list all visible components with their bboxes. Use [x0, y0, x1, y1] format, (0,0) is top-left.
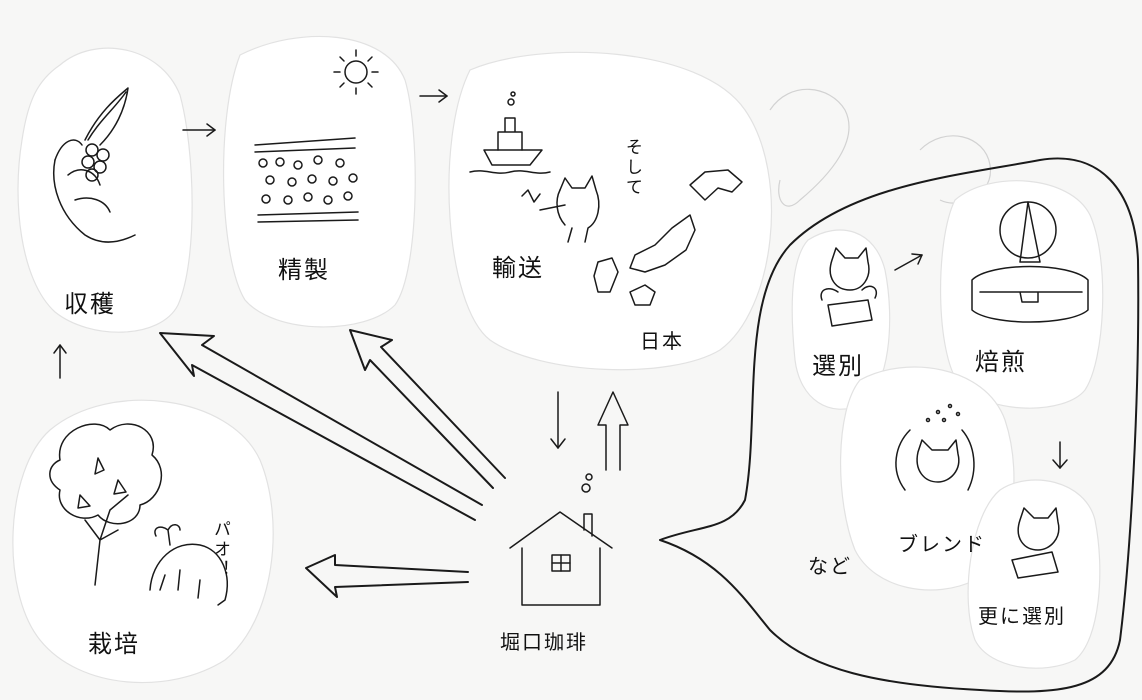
- roastery-enclosure: [659, 157, 1140, 693]
- refine-card: [222, 35, 416, 328]
- cultivation-label: 栽培: [88, 630, 140, 658]
- roasting-card: [939, 180, 1104, 409]
- cat-resorting-icon: [1011, 507, 1060, 579]
- arrow-refine-to-transport: [419, 89, 448, 103]
- refine-label: 精製: [278, 256, 330, 284]
- drying-beans-in-sun-icon: [254, 49, 379, 223]
- hand-holding-cherries-icon: [53, 87, 136, 243]
- big-arrow-shop-to-harvest: [159, 332, 483, 521]
- sprout-label: パオ！: [210, 520, 230, 580]
- arrow-sorting-to-roasting: [894, 253, 923, 271]
- coffee-tree-icon: [49, 423, 228, 606]
- arrow-harvest-to-refine: [182, 123, 216, 137]
- harvest-card: [17, 47, 193, 333]
- ship-and-cat-icon: [469, 91, 600, 243]
- house-icon: [509, 473, 613, 606]
- and-then-label: そして: [622, 138, 642, 198]
- japan-label: 日本: [640, 329, 684, 353]
- cat-sorting-beans-icon: [820, 247, 877, 327]
- roaster-machine-icon: [971, 201, 1089, 323]
- etc-label: など: [808, 554, 852, 578]
- arrow-shop-to-transport: [597, 391, 629, 471]
- blend-label: ブレンド: [898, 532, 986, 556]
- arrow-roasting-to-resort: [1052, 441, 1068, 469]
- transport-card: [448, 51, 773, 371]
- resort-card: [967, 479, 1101, 669]
- big-arrow-shop-to-refine: [349, 329, 506, 489]
- cat-blending-icon: [895, 403, 975, 491]
- faint-sketch: [769, 88, 991, 207]
- sorting-label: 選別: [812, 352, 864, 380]
- cultivation-card: [12, 399, 274, 684]
- arrow-transport-to-shop: [550, 391, 566, 449]
- japan-map-icon: [593, 169, 743, 306]
- roasting-label: 焙煎: [975, 348, 1027, 376]
- transport-label: 輸送: [492, 254, 544, 282]
- resort-label: 更に選別: [978, 604, 1066, 628]
- harvest-label: 収穫: [64, 290, 116, 318]
- arrow-cultivation-to-harvest: [53, 344, 67, 379]
- big-arrow-shop-to-cultivation: [305, 554, 469, 598]
- shop-label: 堀口珈琲: [500, 630, 588, 654]
